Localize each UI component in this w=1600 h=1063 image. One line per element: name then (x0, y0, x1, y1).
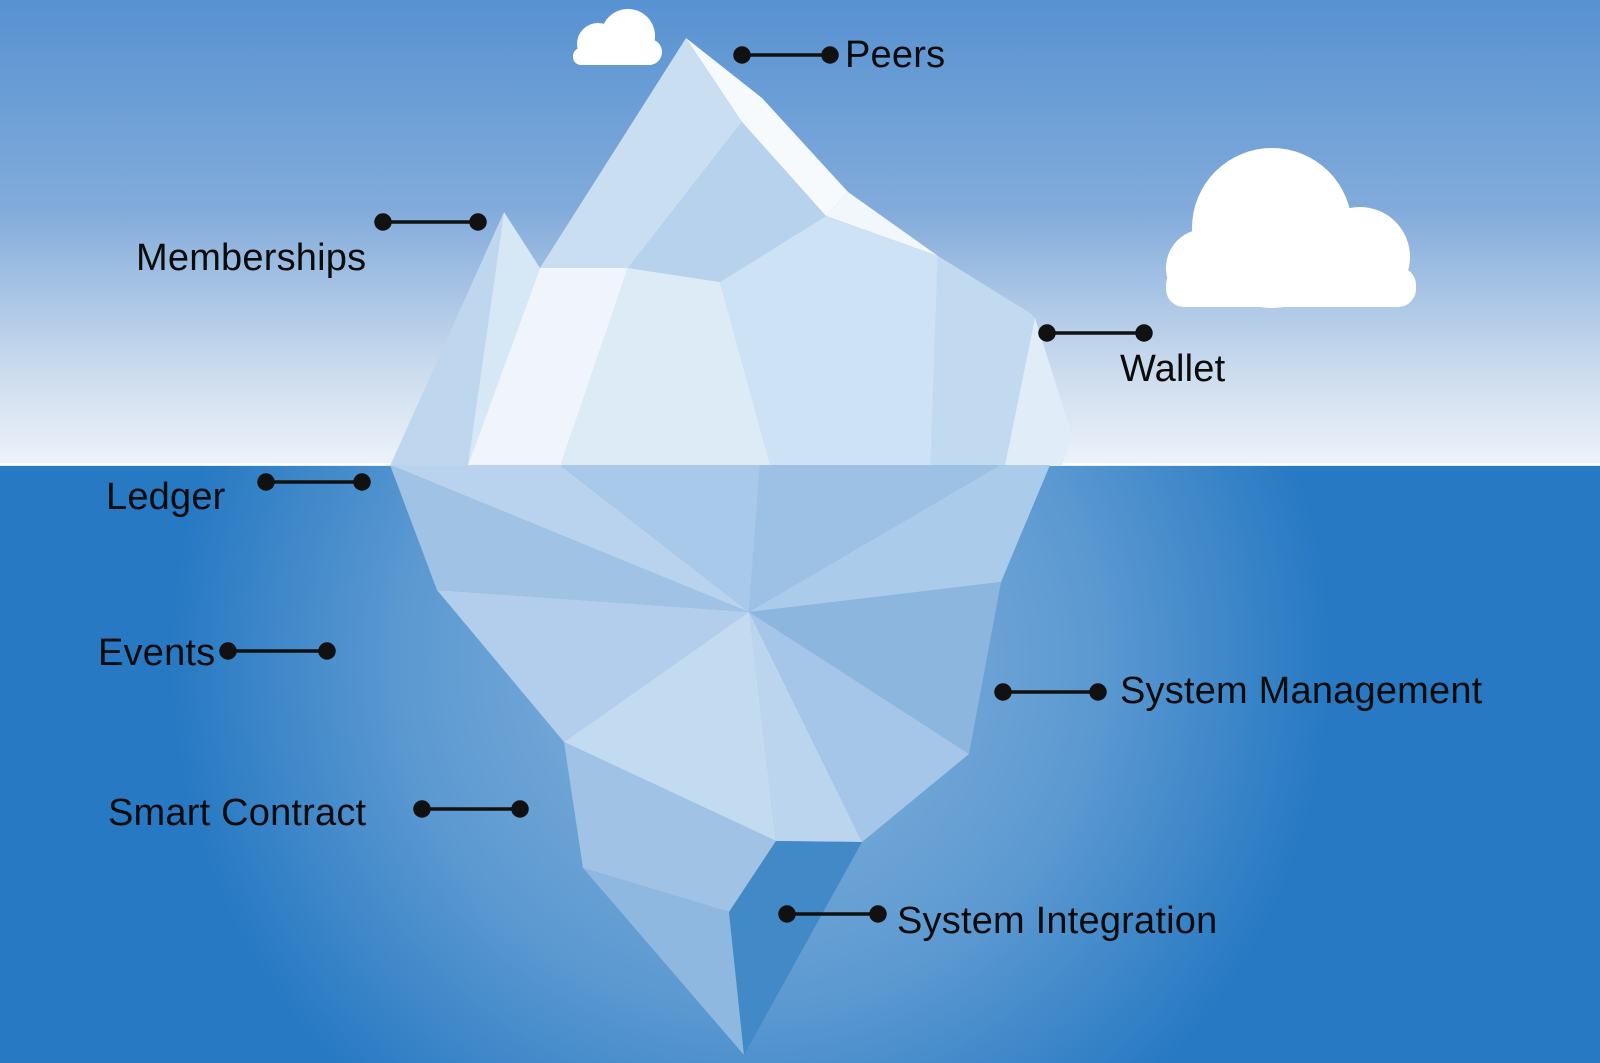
iceberg-facet (720, 216, 938, 466)
label-peers: Peers (845, 34, 946, 76)
iceberg-facet (468, 212, 540, 466)
label-system-integration: System Integration (897, 900, 1218, 942)
iceberg-below-water (390, 465, 1050, 1055)
iceberg-facet (749, 465, 1050, 612)
cloud-small-icon (573, 9, 662, 65)
iceberg-facet (468, 268, 628, 466)
connectors (219, 46, 1153, 923)
events-connector (219, 642, 336, 660)
iceberg-facet (540, 38, 742, 268)
iceberg-facet (826, 192, 938, 256)
iceberg-facet (749, 582, 1001, 754)
memberships-connector (374, 213, 487, 231)
iceberg-facet (628, 122, 826, 282)
iceberg-facet (564, 612, 776, 841)
system-integration-connector (778, 905, 887, 923)
iceberg-facet (686, 38, 848, 216)
iceberg-dark-facet (729, 841, 862, 1055)
label-system-management: System Management (1120, 670, 1483, 712)
iceberg-facet (560, 268, 770, 466)
iceberg-facet (583, 868, 744, 1055)
iceberg-facet (749, 612, 862, 842)
iceberg-facet (437, 590, 749, 742)
ledger-connector (257, 473, 371, 491)
peers-connector (733, 46, 839, 64)
label-smart-contract: Smart Contract (108, 792, 367, 834)
iceberg-facet (749, 612, 969, 842)
label-wallet: Wallet (1120, 348, 1226, 390)
label-ledger: Ledger (106, 476, 226, 518)
iceberg-facet (564, 742, 776, 912)
iceberg-facet (560, 465, 760, 612)
cloud-large-icon (1166, 148, 1416, 308)
label-events: Events (98, 632, 216, 674)
iceberg-facet (390, 465, 749, 612)
system-management-connector (994, 683, 1107, 701)
iceberg-above-water (390, 38, 1072, 466)
iceberg-facet (1005, 318, 1072, 466)
iceberg-facet (930, 256, 1035, 466)
wallet-connector (1038, 324, 1153, 342)
smart-contract-connector (413, 800, 529, 818)
label-memberships: Memberships (136, 237, 367, 279)
iceberg-facet (390, 212, 504, 466)
